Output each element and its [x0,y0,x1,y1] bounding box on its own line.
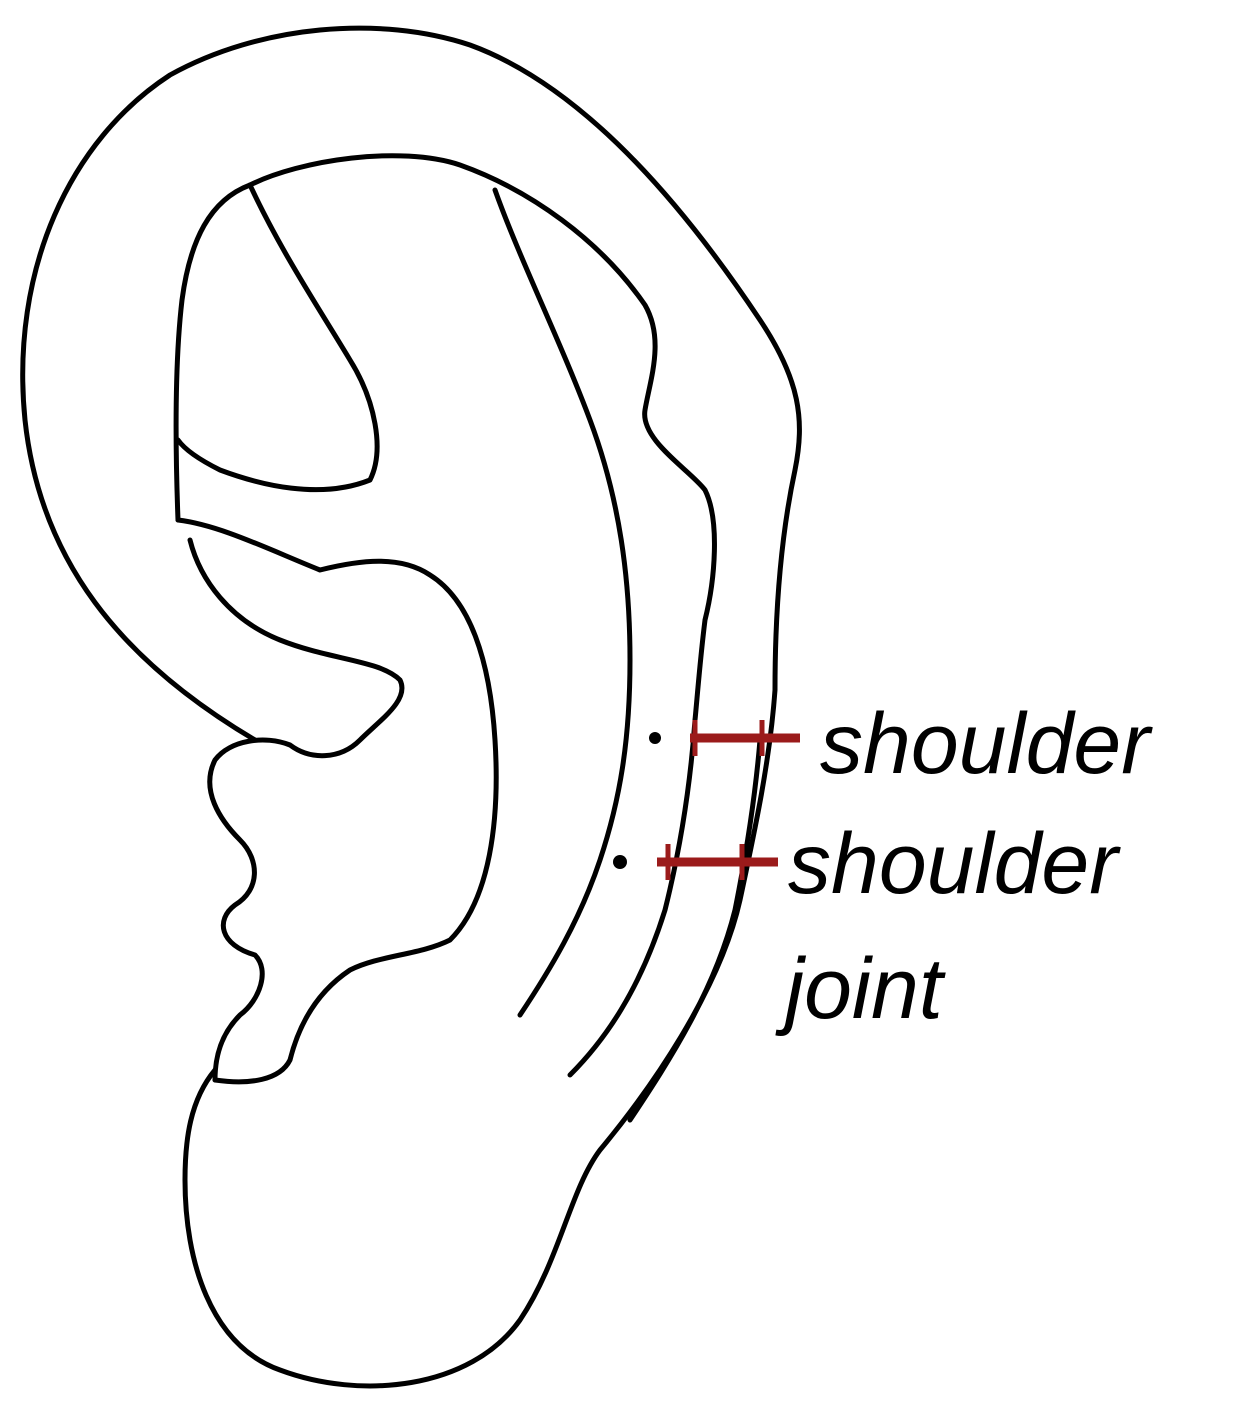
label-shoulder-joint-line1: shoulder [788,816,1121,912]
labels: shoulder shoulder joint [775,696,1153,1037]
helix-inner-fold [250,156,714,720]
scapha-line [570,720,695,1075]
ear-outline [23,28,800,1386]
shoulder-joint-point-dot [613,855,627,869]
antihelix-ridge [495,190,630,1015]
shoulder-point-dot [649,732,661,744]
antihelix-upper [176,185,250,520]
concha-antitragus [190,540,402,1080]
helix-tail-line [630,740,760,1120]
helix-outer-contour [23,28,800,1386]
label-shoulder-joint-line2: joint [775,941,946,1037]
triangular-fossa [178,185,377,490]
label-shoulder: shoulder [820,696,1153,792]
